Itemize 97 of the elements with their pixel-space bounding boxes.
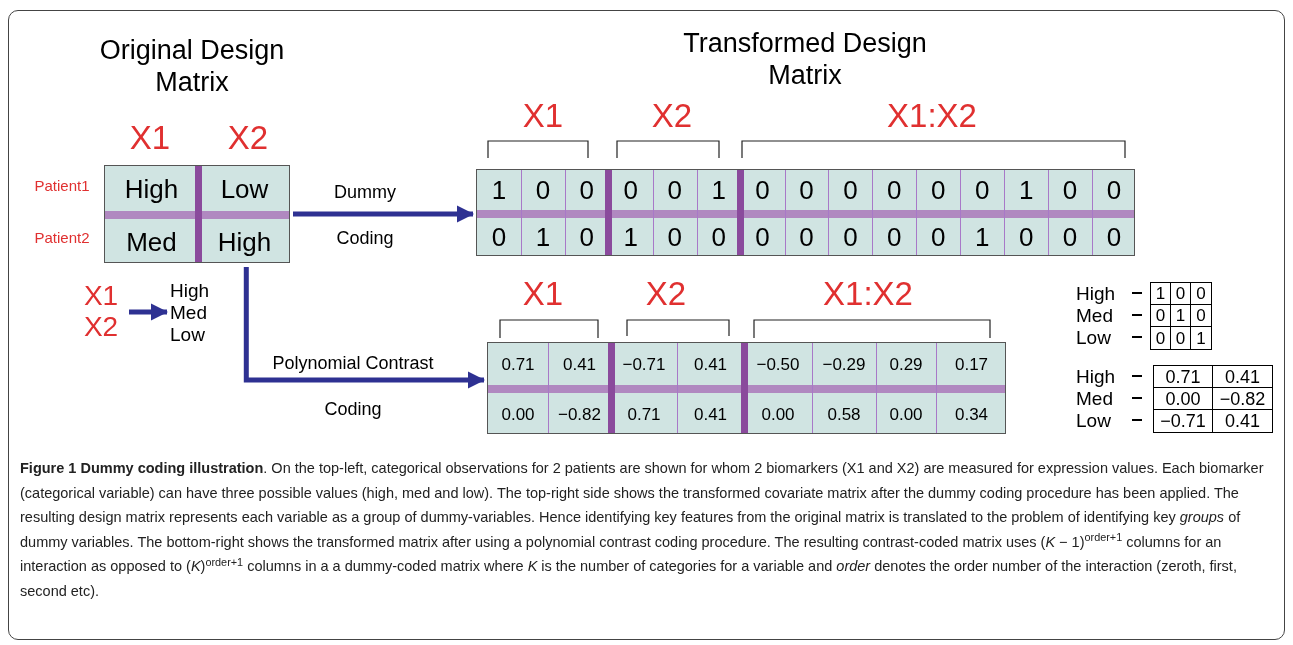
table-value: −0.71 <box>1160 412 1206 430</box>
category-level: Low <box>170 324 205 346</box>
table-value: 0.41 <box>1224 367 1260 386</box>
variable-name: X1:X2 <box>823 276 913 312</box>
matrix-entry: 0 <box>1106 176 1122 203</box>
matrix-entry: 0 <box>755 224 770 251</box>
matrix-entry: 0 <box>843 224 858 251</box>
matrix-entry: High <box>217 228 272 255</box>
variable-name: X2 <box>83 311 119 342</box>
table-value: 1 <box>1155 285 1166 302</box>
matrix-entry: 0.00 <box>889 405 923 423</box>
matrix-entry: 0 <box>1106 224 1122 251</box>
matrix-entry: 0.41 <box>693 405 728 423</box>
matrix-entry: 0 <box>931 224 946 251</box>
matrix-entry: 0 <box>799 176 814 203</box>
matrix-entry: 0.00 <box>761 405 795 423</box>
matrix-entry: 0 <box>843 176 858 203</box>
row-label: High <box>1076 366 1117 386</box>
matrix-entry: 0 <box>1062 224 1078 251</box>
arrow <box>243 267 485 389</box>
variable-name: X2 <box>645 276 687 312</box>
matrix-entry: 1 <box>975 224 990 251</box>
category-level: Med <box>170 302 207 324</box>
matrix-entry: 0 <box>667 224 682 251</box>
matrix-entry: 0 <box>535 176 551 203</box>
variable-name: X2 <box>651 98 693 134</box>
variable-name: X1:X2 <box>887 98 977 134</box>
matrix-entry: 1 <box>711 176 726 203</box>
row-label: Low <box>1076 327 1112 347</box>
matrix-entry: Low <box>220 175 269 202</box>
matrix-entry: 0.29 <box>889 355 923 373</box>
table-value: 1 <box>1175 307 1186 324</box>
row-label: High <box>1076 283 1117 303</box>
matrix-grid <box>487 342 1006 434</box>
variable-name: X1 <box>522 276 564 312</box>
table-value: 0 <box>1175 329 1186 347</box>
matrix-entry: 0.34 <box>954 405 989 423</box>
matrix-entry: 0 <box>931 176 946 203</box>
matrix-entry: 0 <box>887 224 902 251</box>
matrix-entry: 0 <box>491 224 507 251</box>
matrix-entry: −0.50 <box>756 355 800 373</box>
edge-label: Dummy Coding <box>333 181 397 250</box>
table-value: 0 <box>1196 307 1206 324</box>
arrow <box>129 303 168 321</box>
row-label: Patient1 <box>34 177 90 195</box>
matrix-entry: 0 <box>975 176 990 203</box>
matrix-entry: 0 <box>623 176 638 203</box>
matrix-entry: 0.41 <box>562 355 597 373</box>
matrix-entry: Med <box>126 228 177 255</box>
matrix-entry: 1 <box>491 176 507 203</box>
table-value: 0.71 <box>1165 367 1201 386</box>
matrix-entry: 0.41 <box>693 355 728 373</box>
table-value: 0.41 <box>1224 412 1260 430</box>
matrix-grid <box>476 169 1135 256</box>
matrix-entry: 0 <box>1062 176 1078 203</box>
table-value: −0.82 <box>1219 389 1266 408</box>
table-value: 0 <box>1155 307 1166 324</box>
row-label: Med <box>1076 388 1114 408</box>
matrix-entry: 0 <box>579 176 595 203</box>
variable-name: X1 <box>83 280 119 311</box>
matrix-title: Transformed Design Matrix <box>682 27 928 91</box>
table-value: 0 <box>1175 285 1186 302</box>
matrix-entry: High <box>124 175 179 202</box>
row-label: Low <box>1076 410 1112 430</box>
table-value: 0 <box>1196 285 1206 302</box>
figure-caption: Figure 1 Dummy coding illustration. On the top-left, categorical observations for 2 patients are shown for whom 2 biomarkers (X1 and X2) are measured for expression values. Each biomarker (categorical variable) can have three possible values (high, med and low). The top-right side shows the transformed covariate matrix after the dummy coding procedure has been applied. The resulting design matrix represents each variable as a group of dummy-variables. Hence identifying key features from the original matrix is translated to the problem of identifying key groups of dummy variables. The bottom-right shows the transformed matrix after using a polynomial contrast coding procedure. The resulting contrast-coded matrix uses (K − 1)$^{order+1}$ columns for an interaction as opposed to (K)$^{order+1}$ columns in a a dummy-coded matrix where K is the number of categories for a variable and order denotes the order number of the interaction (zeroth, first, second etc). <box>20 459 1265 601</box>
row-label: Patient2 <box>34 229 90 247</box>
table-value: 1 <box>1196 329 1206 347</box>
matrix-entry: 0.00 <box>501 405 535 423</box>
matrix-entry: 0.71 <box>501 355 535 373</box>
matrix-entry: 1 <box>623 224 638 251</box>
matrix-entry: 0 <box>887 176 902 203</box>
category-level: High <box>170 280 210 302</box>
matrix-entry: 0 <box>667 176 682 203</box>
matrix-entry: 1 <box>535 224 551 251</box>
arrow <box>293 205 474 223</box>
matrix-entry: 0.58 <box>827 405 861 423</box>
matrix-entry: 0 <box>755 176 770 203</box>
matrix-entry: 0.71 <box>627 405 661 423</box>
variable-name: X1 <box>129 120 171 156</box>
variable-name: X1 <box>522 98 564 134</box>
matrix-grid <box>104 165 290 263</box>
row-label: Med <box>1076 305 1114 325</box>
table-value: 0 <box>1155 329 1166 347</box>
matrix-entry: 0 <box>579 224 595 251</box>
matrix-entry: −0.29 <box>822 355 866 373</box>
matrix-entry: 0 <box>1018 224 1034 251</box>
matrix-entry: 0 <box>711 224 726 251</box>
matrix-entry: −0.71 <box>622 355 666 373</box>
table-value: 0.00 <box>1165 389 1201 408</box>
matrix-entry: 0 <box>799 224 814 251</box>
edge-label: Polynomial Contrast Coding <box>271 352 435 421</box>
matrix-entry: 0.17 <box>954 355 989 373</box>
matrix-entry: −0.82 <box>558 405 601 423</box>
variable-name: X2 <box>227 120 269 156</box>
matrix-title: Original Design Matrix <box>98 34 286 98</box>
matrix-entry: 1 <box>1018 176 1034 203</box>
